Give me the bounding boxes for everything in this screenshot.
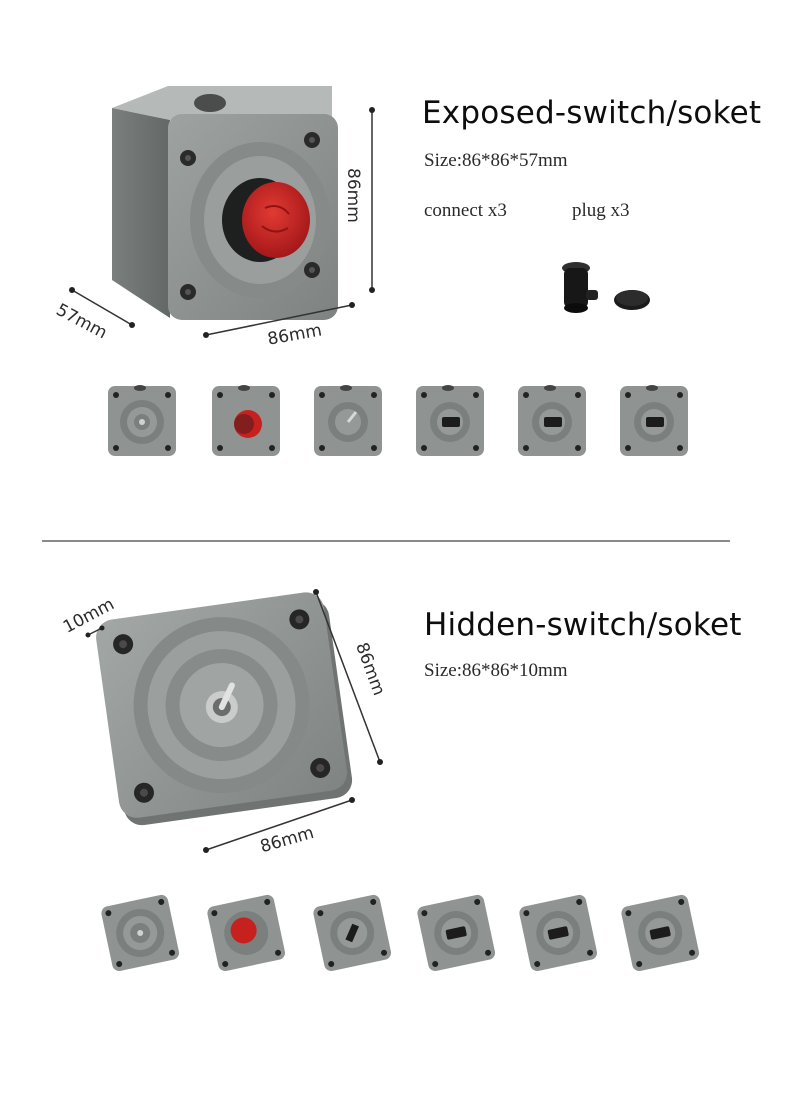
hidden-variant-socket-3 — [621, 894, 700, 972]
hidden-dimension-lines — [85, 589, 383, 853]
section-divider — [42, 540, 730, 542]
exposed-dimension-lines — [69, 107, 375, 338]
connect-label: connect x3 — [424, 200, 507, 221]
hidden-variants-row — [0, 890, 790, 980]
exposed-variant-socket-3 — [620, 385, 688, 456]
exposed-variant-socket-1 — [416, 385, 484, 456]
hidden-variant-spring-switch — [101, 894, 180, 972]
exposed-variant-socket-2 — [518, 385, 586, 456]
exposed-variants-row — [0, 380, 790, 460]
hidden-variant-emergency-stop — [207, 894, 286, 972]
hidden-size: Size:86*86*10mm — [424, 660, 568, 681]
plug-label: plug x3 — [572, 200, 630, 221]
exposed-variant-spring-switch — [108, 385, 176, 456]
hidden-variant-toggle-switch — [313, 894, 392, 972]
exposed-switch-image — [112, 86, 338, 320]
exposed-height-dimension: 86mm — [343, 168, 363, 223]
hidden-switch-image — [96, 592, 353, 826]
hidden-title: Hidden-switch/soket — [424, 607, 742, 643]
hidden-variant-socket-2 — [519, 894, 598, 972]
hidden-variant-socket-1 — [417, 894, 496, 972]
exposed-variant-emergency-stop — [212, 385, 280, 456]
exposed-variant-toggle-switch — [314, 385, 382, 456]
exposed-title: Exposed-switch/soket — [422, 95, 762, 131]
connector-and-plug-image — [562, 262, 650, 313]
exposed-size: Size:86*86*57mm — [424, 150, 568, 171]
